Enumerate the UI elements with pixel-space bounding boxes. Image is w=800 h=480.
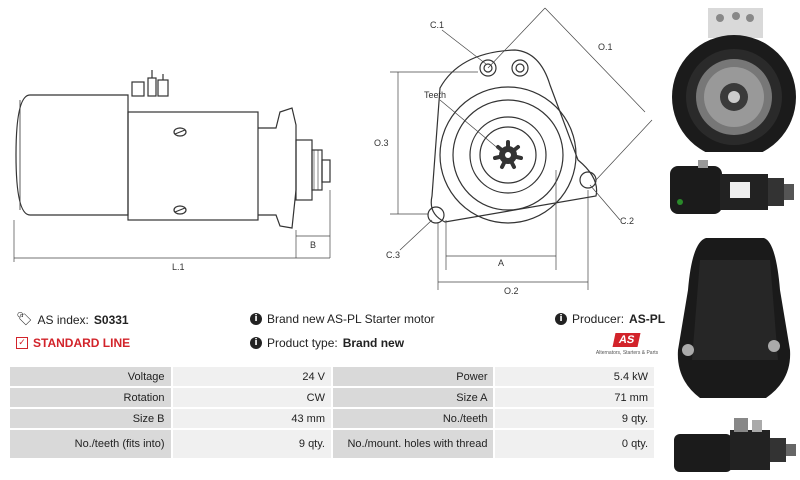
- logo-tagline: Alternators, Starters & Parts: [595, 350, 659, 356]
- product-photo-side-1: [670, 160, 794, 214]
- label-c3: C.3: [386, 250, 400, 260]
- tag-icon: 🏷︎: [16, 312, 33, 327]
- product-type-label: Product type:: [267, 336, 338, 350]
- side-view-drawing: B L.1: [13, 70, 331, 272]
- label-o3: O.3: [374, 138, 389, 148]
- spec-value: 5.4 kW: [495, 367, 654, 386]
- spec-row: No./teeth (fits into)9 qty.No./mount. ho…: [10, 430, 654, 458]
- label-c1: C.1: [430, 20, 444, 30]
- as-pl-logo: AS Alternators, Starters & Parts: [588, 330, 666, 356]
- spec-label: Size B: [10, 409, 171, 428]
- spec-label: Voltage: [10, 367, 171, 386]
- standard-line-info: ✓ STANDARD LINE: [16, 336, 130, 350]
- as-index-value: S0331: [93, 312, 129, 327]
- spec-value: 24 V: [172, 367, 331, 386]
- spec-label: No./mount. holes with thread: [332, 430, 494, 458]
- label-a: A: [498, 258, 504, 268]
- info-icon: i: [250, 313, 262, 325]
- spec-label: Rotation: [10, 388, 171, 407]
- standard-line-label: STANDARD LINE: [33, 336, 131, 350]
- product-type-info: i Product type: Brand new: [250, 336, 404, 350]
- label-teeth: Teeth: [424, 90, 446, 100]
- product-photo-side-2: [674, 418, 796, 472]
- label-c2: C.2: [620, 216, 634, 226]
- checkbox-icon: ✓: [16, 337, 28, 349]
- spec-label: No./teeth (fits into): [10, 430, 171, 458]
- label-o2: O.2: [504, 286, 519, 296]
- spec-value: 0 qty.: [495, 430, 654, 458]
- producer-value: AS-PL: [629, 312, 666, 326]
- logo-mark: AS: [612, 333, 642, 347]
- spec-value: 9 qty.: [495, 409, 654, 428]
- spec-value: 43 mm: [172, 409, 331, 428]
- product-type-value: Brand new: [342, 336, 405, 350]
- as-index-label: AS index:: [37, 312, 89, 327]
- producer-info: i Producer: AS-PL: [555, 312, 665, 326]
- spec-value: 71 mm: [495, 388, 654, 407]
- spec-label: Power: [332, 367, 494, 386]
- info-icon: i: [250, 337, 262, 349]
- label-o1: O.1: [598, 42, 613, 52]
- product-photo-front: [672, 8, 796, 152]
- label-b: B: [310, 240, 316, 250]
- spec-value: 9 qty.: [172, 430, 331, 458]
- brand-info: i Brand new AS-PL Starter motor: [250, 312, 435, 326]
- as-index-info: 🏷︎ AS index: S0331: [16, 312, 129, 327]
- front-view-drawing: C.1 O.1 Teeth O.3 C.2 C.3 A O.2: [374, 7, 653, 296]
- spec-label: Size A: [332, 388, 494, 407]
- brand-text: Brand new AS-PL Starter motor: [267, 312, 435, 326]
- info-icon: i: [555, 313, 567, 325]
- product-photo-back: [677, 238, 791, 398]
- producer-label: Producer:: [572, 312, 625, 326]
- spec-value: CW: [172, 388, 331, 407]
- spec-label: No./teeth: [332, 409, 494, 428]
- label-l1: L.1: [172, 262, 185, 272]
